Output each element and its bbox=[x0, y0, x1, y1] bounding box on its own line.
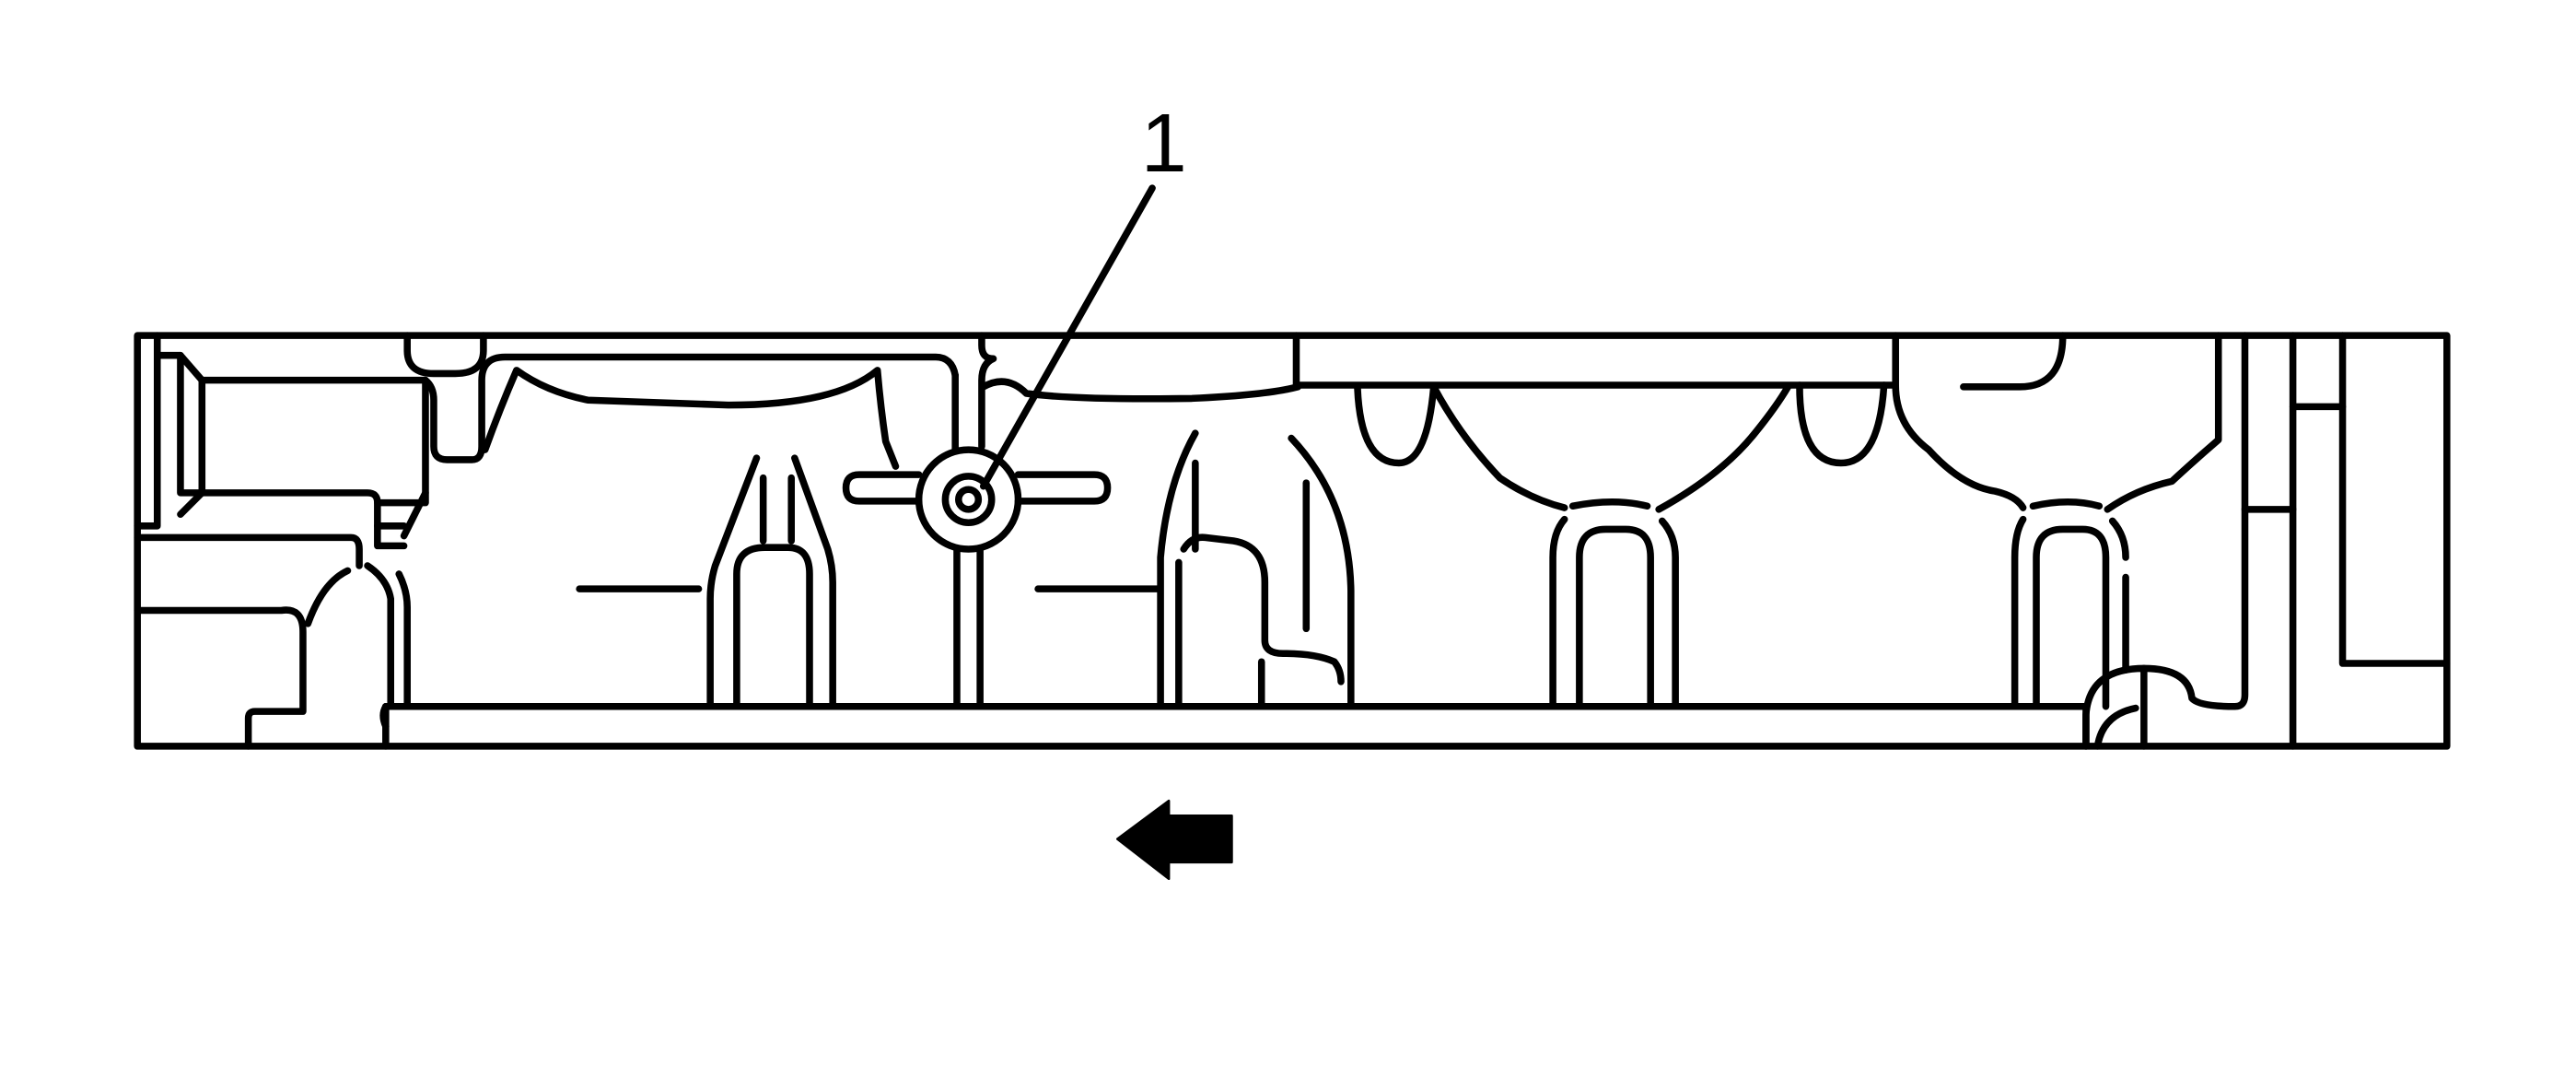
callout-label: 1 bbox=[1141, 98, 1187, 190]
callout-leader-line bbox=[979, 184, 1156, 490]
direction-arrow-icon bbox=[1116, 799, 1233, 881]
callout-1: 1 bbox=[979, 98, 1187, 490]
engine-block-outline bbox=[134, 332, 2451, 750]
